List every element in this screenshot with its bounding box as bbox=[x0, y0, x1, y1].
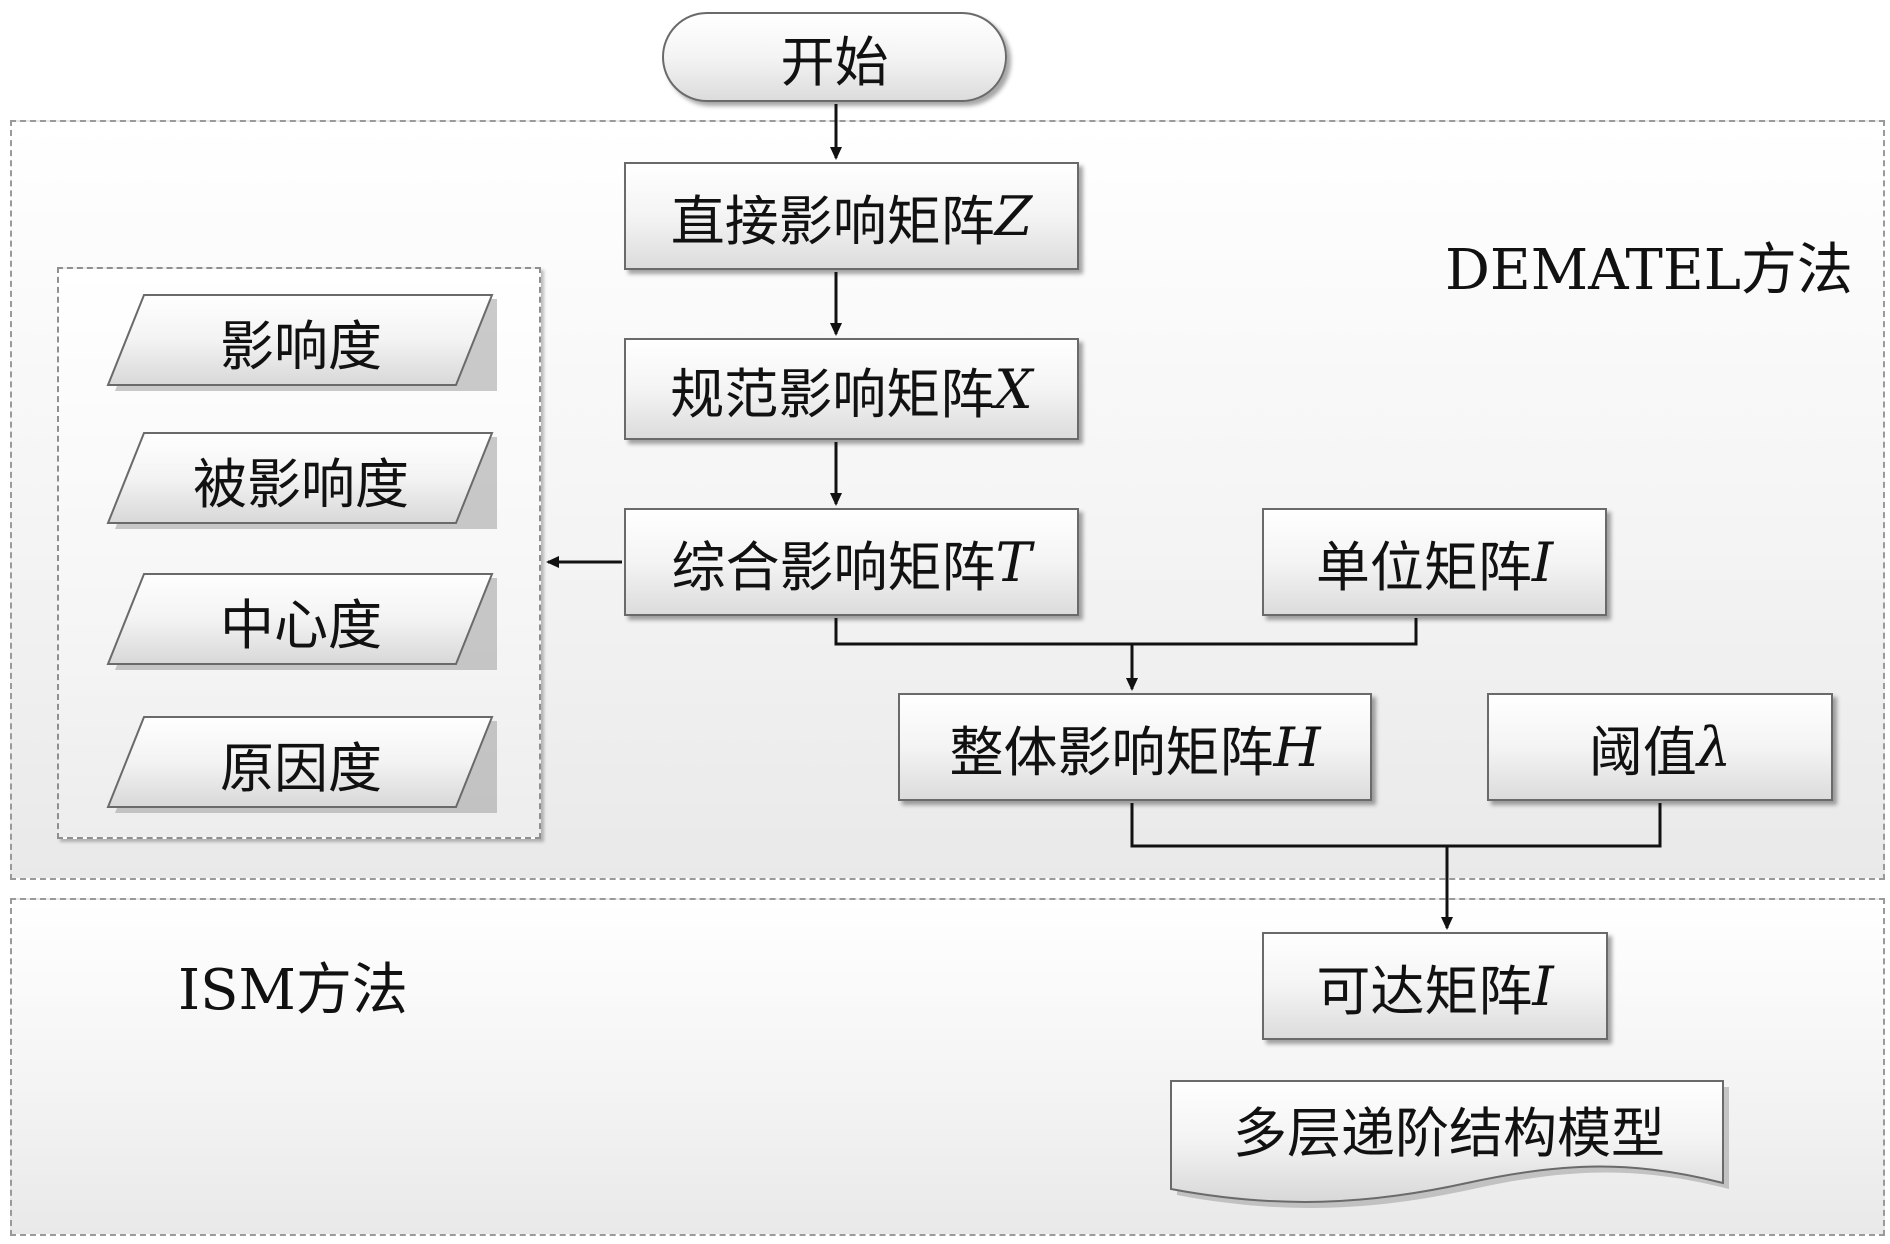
connector-overall-threshold bbox=[1130, 803, 1662, 848]
indicator-influence-degree-label: 影响度 bbox=[220, 314, 382, 378]
reachability-matrix-text: 可达矩阵 bbox=[1316, 959, 1533, 1023]
indicator-centrality-label: 中心度 bbox=[220, 593, 382, 657]
parallelogram-shape bbox=[106, 294, 497, 391]
indicator-cause-degree: 原因度 bbox=[106, 716, 497, 813]
hierarchical-model-label: 多层递阶结构模型 bbox=[1233, 1101, 1665, 1165]
indicator-centrality: 中心度 bbox=[106, 573, 497, 670]
document-shape bbox=[1170, 1080, 1729, 1208]
start-terminal: 开始 bbox=[662, 12, 1007, 102]
parallelogram-shape bbox=[106, 432, 497, 529]
threshold-text: 阈值 bbox=[1588, 720, 1697, 784]
normalized-matrix-text: 规范影响矩阵 bbox=[670, 362, 995, 426]
total-influence-matrix-text: 综合影响矩阵 bbox=[671, 535, 996, 599]
hierarchical-model-document: 多层递阶结构模型 bbox=[1170, 1080, 1729, 1208]
total-influence-matrix-var: T bbox=[995, 530, 1032, 594]
overall-influence-matrix-text: 整体影响矩阵 bbox=[949, 720, 1274, 784]
reachability-matrix-var: I bbox=[1532, 954, 1554, 1018]
indicator-influenced-degree: 被影响度 bbox=[106, 432, 497, 529]
parallelogram-shape bbox=[106, 716, 497, 813]
connector-total-identity bbox=[834, 618, 1418, 646]
identity-matrix-var: I bbox=[1531, 530, 1554, 594]
indicator-influenced-degree-label: 被影响度 bbox=[193, 452, 409, 516]
indicator-influence-degree: 影响度 bbox=[106, 294, 497, 391]
indicator-cause-degree-label: 原因度 bbox=[220, 736, 382, 800]
direct-influence-matrix-text: 直接影响矩阵 bbox=[670, 189, 995, 253]
normalized-matrix-var: X bbox=[994, 357, 1033, 421]
identity-matrix-text: 单位矩阵 bbox=[1315, 535, 1532, 599]
parallelogram-shape bbox=[106, 573, 497, 670]
direct-influence-matrix-var: Z bbox=[994, 184, 1033, 248]
ism-label: ISM方法 bbox=[178, 958, 408, 1023]
overall-influence-matrix-var: H bbox=[1273, 715, 1321, 779]
threshold-var: λ bbox=[1696, 715, 1732, 779]
dematel-label: DEMATEL方法 bbox=[1445, 238, 1853, 303]
